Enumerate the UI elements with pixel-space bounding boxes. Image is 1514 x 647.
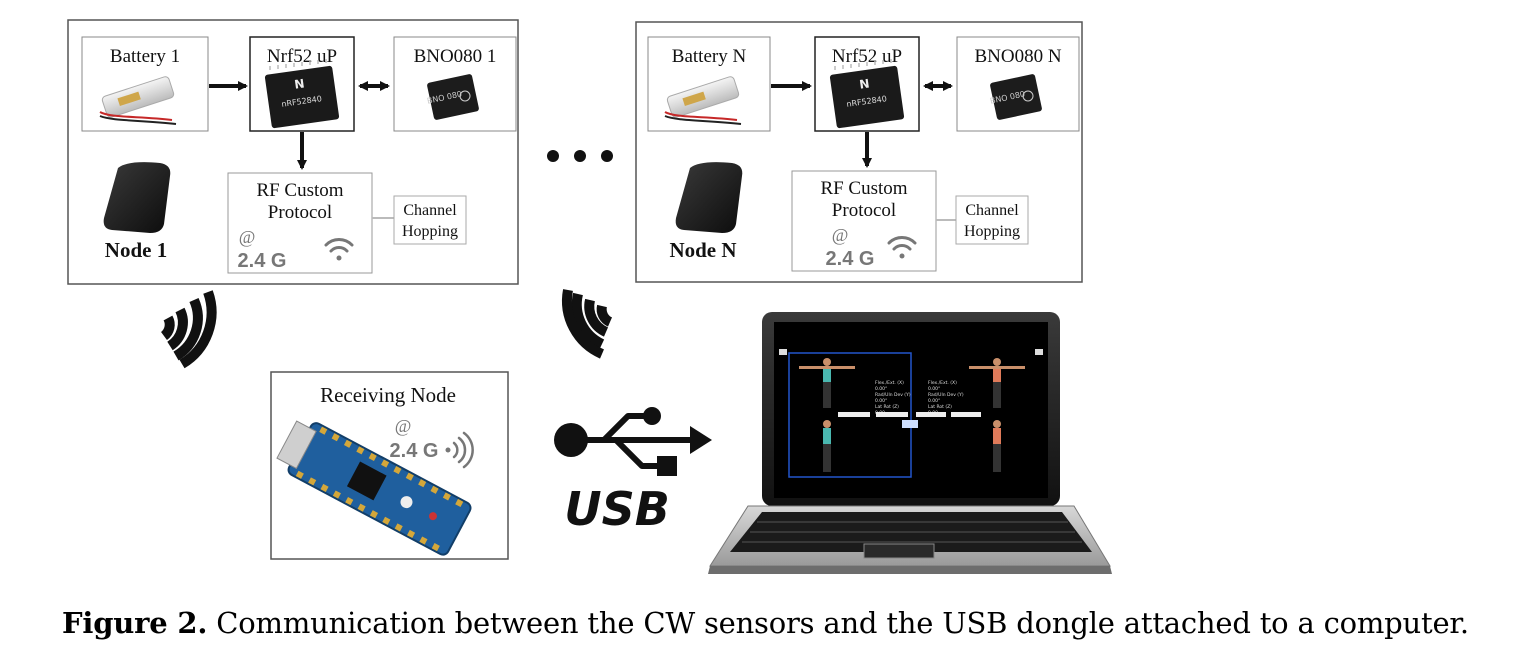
mcu-n-box: Nrf52 uP N nRF52840 — [814, 36, 920, 132]
channel-n-line1: Channel — [965, 202, 1019, 219]
receiving-node-label: Receiving Node — [320, 383, 456, 407]
avatar-figure-right-top — [969, 358, 1025, 408]
wifi-icon — [324, 238, 354, 261]
svg-text:0.00°: 0.00° — [928, 398, 940, 404]
rf-1-freq: 2.4 G — [238, 250, 287, 272]
rf-1-at: @ — [239, 227, 256, 247]
wireless-signal-right-icon — [562, 289, 613, 359]
svg-text:Flex./Ext. (X): Flex./Ext. (X) — [875, 380, 904, 386]
rf-n-line1: RF Custom — [820, 178, 907, 199]
usb-label: USB — [564, 482, 670, 536]
battery-1-label: Battery 1 — [110, 46, 180, 67]
channel-1-line1: Channel — [403, 202, 457, 219]
node-n-label: Node N — [669, 238, 736, 262]
avatar-figure-left-top — [799, 358, 855, 408]
figure-caption-label: Figure 2. — [62, 606, 208, 640]
model-viewport-frame — [788, 352, 912, 478]
rf-protocol-n-box: RF Custom Protocol @ 2.4 G — [791, 170, 937, 272]
battery-icon — [664, 76, 742, 125]
avatar-figure-left-bottom — [823, 420, 831, 472]
signal-waves-icon — [445, 431, 474, 469]
figure-caption-text: Communication between the CW sensors and… — [207, 606, 1469, 640]
wifi-icon — [887, 236, 917, 259]
receiver-freq: 2.4 G — [390, 440, 439, 462]
wireless-signal-left-icon — [160, 290, 217, 369]
rf-1-line1: RF Custom — [256, 180, 343, 201]
battery-n-box: Battery N — [647, 36, 771, 132]
sensor-1-box: BNO080 1 BNO 080 — [393, 36, 517, 132]
svg-text:Flex./Ext. (X): Flex./Ext. (X) — [928, 380, 957, 386]
svg-text:Rad/Uln Dev (Y): Rad/Uln Dev (Y) — [875, 392, 911, 398]
node-1-label: Node 1 — [105, 238, 167, 262]
channel-hopping-n-box: Channel Hopping — [955, 195, 1029, 245]
node-1-panel: Battery 1 Nrf52 uP N nRF52840 — [67, 19, 519, 285]
nrf52840-chip-icon: N nRF52840 — [829, 59, 905, 129]
avatar-figure-right-bottom — [993, 420, 1001, 472]
svg-text:0.00°: 0.00° — [928, 386, 940, 392]
channel-1-line2: Hopping — [402, 223, 458, 240]
rf-n-line2: Protocol — [832, 200, 896, 221]
bno080-chip-icon: BNO 080 — [426, 74, 479, 120]
laptop-image: Flex./Ext. (X) 0.00° Rad/Uln Dev (Y) 0.0… — [708, 312, 1112, 574]
usb-dongle-pcb-image — [276, 420, 472, 556]
sensor-n-box: BNO080 N BNO 080 — [956, 36, 1080, 132]
bno080-chip-icon: BNO 080 — [989, 74, 1042, 120]
rf-protocol-1-box: RF Custom Protocol @ 2.4 G — [227, 172, 373, 274]
receiver-at: @ — [395, 416, 412, 436]
battery-n-label: Battery N — [672, 46, 747, 67]
node-n-panel: Battery N Nrf52 uP N nRF52840 BNO0 — [635, 21, 1083, 283]
rf-n-freq: 2.4 G — [826, 248, 875, 270]
screen-app-buttons — [838, 412, 981, 428]
svg-text:N: N — [293, 76, 305, 91]
more-nodes-ellipsis — [547, 150, 613, 162]
rf-n-at: @ — [832, 225, 849, 245]
svg-text:N: N — [858, 76, 870, 91]
svg-text:Lat Rot (Z): Lat Rot (Z) — [928, 404, 952, 410]
mcu-n-label: Nrf52 uP — [832, 46, 902, 67]
channel-hopping-1-box: Channel Hopping — [393, 195, 467, 245]
battery-icon — [99, 76, 177, 125]
svg-text:Rad/Uln Dev (Y): Rad/Uln Dev (Y) — [928, 392, 964, 398]
svg-text:Lat Rot (Z): Lat Rot (Z) — [875, 404, 899, 410]
figure-caption: Figure 2. Communication between the CW s… — [62, 606, 1512, 640]
svg-text:0.00°: 0.00° — [875, 386, 887, 392]
usb-icon — [554, 407, 712, 476]
battery-1-box: Battery 1 — [81, 36, 209, 132]
rf-1-line2: Protocol — [268, 202, 332, 223]
mcu-1-box: Nrf52 uP N nRF52840 — [249, 36, 355, 132]
sensor-1-label: BNO080 1 — [414, 46, 497, 67]
laptop-keyboard — [742, 521, 1082, 543]
channel-n-line2: Hopping — [964, 223, 1020, 240]
sensor-n-label: BNO080 N — [974, 46, 1061, 67]
laptop-screen-app: Flex./Ext. (X) 0.00° Rad/Uln Dev (Y) 0.0… — [779, 349, 1043, 478]
node-1-enclosure-image — [103, 162, 171, 233]
node-n-enclosure-image — [675, 162, 743, 233]
nrf52840-chip-icon: N nRF52840 — [264, 59, 340, 129]
mcu-1-label: Nrf52 uP — [267, 46, 337, 67]
receiving-node-box: Receiving Node @ 2.4 G — [270, 371, 509, 560]
svg-text:0.00°: 0.00° — [875, 398, 887, 404]
